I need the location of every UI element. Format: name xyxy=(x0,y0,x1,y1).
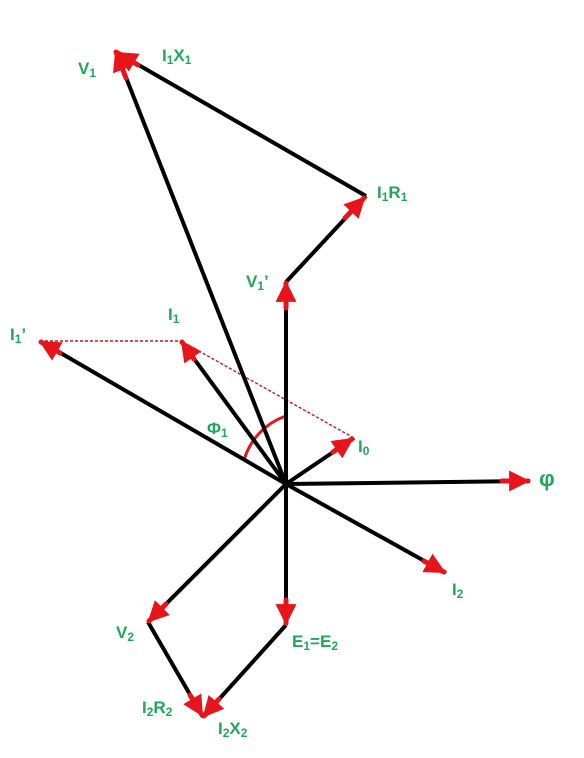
label-v1prime: V1’ xyxy=(246,272,269,293)
phasor-i2 xyxy=(285,482,447,575)
label-i2x2: I2X2 xyxy=(218,719,248,740)
label-i0: I0 xyxy=(358,437,370,458)
label-i1: I1 xyxy=(168,305,180,326)
arrowhead-i2 xyxy=(421,553,447,575)
phi1-angle-arc xyxy=(242,414,287,461)
arrowhead-i1x1 xyxy=(115,50,141,72)
arrowhead-i2r2 xyxy=(183,692,205,718)
phasor-v1 xyxy=(114,51,288,485)
phasor-v2 xyxy=(146,482,288,624)
label-flux: φ xyxy=(539,466,555,491)
phasor-i1 xyxy=(179,339,288,486)
label-v1: V1 xyxy=(78,59,97,80)
arrowhead-v2 xyxy=(146,600,170,624)
label-i2r2: I2R2 xyxy=(142,698,173,719)
arrowhead-i1 xyxy=(179,339,202,364)
label-v2: V2 xyxy=(116,623,135,644)
label-i1prime: I1’ xyxy=(10,325,27,346)
arrow-heads xyxy=(38,49,531,719)
phasor-i1prime xyxy=(38,339,288,486)
arrowhead-i1prime xyxy=(38,339,63,361)
arrowhead-i2x2 xyxy=(201,694,225,719)
segment-i1x1 xyxy=(115,50,367,198)
phasor-flux xyxy=(285,479,531,486)
dashed-line-i1-i0 xyxy=(180,340,355,439)
label-i1r1: I1R1 xyxy=(377,183,408,204)
label-i1x1: I1X1 xyxy=(162,46,192,67)
arrowhead-i0 xyxy=(330,436,355,459)
label-e1-e2: E1=E2 xyxy=(292,632,338,653)
label-phi1: Φ1 xyxy=(207,419,228,440)
arrowhead-i1r1 xyxy=(342,195,367,221)
label-i2: I2 xyxy=(452,580,464,601)
